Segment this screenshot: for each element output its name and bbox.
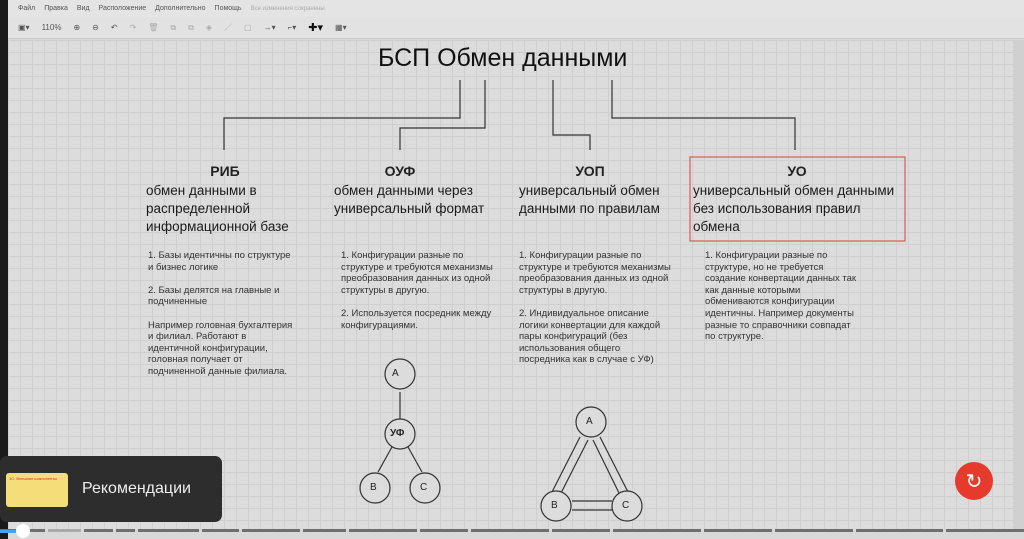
- node-label-a-uop: A: [586, 416, 593, 427]
- menu-bar: Файл Правка Вид Расположение Дополнитель…: [8, 0, 1024, 17]
- menu-help[interactable]: Помощь: [214, 5, 242, 12]
- column-sub-uop[interactable]: универсальный обмен данными по правилам: [519, 183, 660, 216]
- zoom-out-icon[interactable]: ⊖: [92, 23, 99, 32]
- node-a-uop: [575, 406, 607, 438]
- node-label-c-uop: C: [622, 500, 630, 511]
- selection-box: [689, 156, 906, 242]
- format-panel-icon[interactable]: ▣▾: [18, 23, 30, 32]
- line-color-icon[interactable]: ／: [224, 23, 233, 32]
- edge-rib: [223, 80, 461, 150]
- video-progress-played: [0, 530, 22, 533]
- node-label-b-uop: B: [551, 500, 558, 511]
- edge-uf-b: [377, 446, 393, 473]
- node-a-ouf: [384, 358, 416, 390]
- waypoints-icon[interactable]: ⌐▾: [287, 23, 297, 32]
- drawio-window: Файл Правка Вид Расположение Дополнитель…: [8, 0, 1024, 539]
- shadow-icon[interactable]: ▢: [244, 23, 252, 32]
- column-head-ouf[interactable]: ОУФ: [384, 163, 416, 179]
- menu-arrange[interactable]: Расположение: [98, 5, 147, 12]
- zoom-select[interactable]: 110%: [41, 23, 62, 32]
- node-label-c: C: [420, 482, 428, 493]
- replay-icon[interactable]: ↻: [955, 462, 993, 500]
- edge-a-c-1: [599, 436, 629, 493]
- edge-ouf: [399, 80, 486, 150]
- column-head-rib[interactable]: РИБ: [210, 163, 240, 179]
- redo-icon[interactable]: ↷: [129, 23, 137, 32]
- node-label-b: B: [370, 482, 377, 493]
- column-body-rib[interactable]: 1. Базы идентичны по структуре и бизнес …: [148, 250, 293, 377]
- to-front-icon[interactable]: ⧉: [170, 22, 177, 32]
- menu-extras[interactable]: Дополнительно: [155, 5, 206, 12]
- table-icon[interactable]: ▦▾: [335, 23, 347, 32]
- recommendation-thumbnail[interactable]: 1С: Внешние компоненты: [6, 473, 68, 507]
- vertical-scrollbar[interactable]: [1013, 40, 1024, 530]
- undo-icon[interactable]: ↶: [110, 23, 118, 32]
- save-status: Все изменения сохранены: [250, 5, 325, 12]
- column-head-uop[interactable]: УОП: [575, 163, 605, 179]
- node-b-ouf: [359, 472, 391, 504]
- node-c-uop: [611, 490, 643, 522]
- to-back-icon[interactable]: ⧉: [188, 22, 194, 32]
- connection-icon[interactable]: →▾: [263, 23, 276, 32]
- column-body-uo[interactable]: 1. Конфигурации разные по структуре, но …: [705, 250, 857, 343]
- menu-edit[interactable]: Правка: [44, 5, 68, 12]
- toolbar: ▣▾ 110% ⊕ ⊖ ↶ ↷ 🗑 ⧉ ⧉ ◈ ／ ▢ →▾ ⌐▾ ✚▾ ▦▾: [8, 17, 1024, 39]
- column-sub-ouf[interactable]: обмен данными через универсальный формат: [334, 183, 485, 216]
- video-scrubber-handle[interactable]: [16, 524, 30, 538]
- column-sub-uo[interactable]: универсальный обмен данными без использо…: [693, 183, 895, 234]
- column-body-uop[interactable]: 1. Конфигурации разные по структуре и тр…: [519, 250, 671, 366]
- recommendations-label: Рекомендации: [82, 480, 191, 497]
- column-body-ouf[interactable]: 1. Конфигурации разные по структуре и тр…: [341, 250, 493, 331]
- diagram-canvas[interactable]: [8, 40, 1013, 530]
- column-sub-rib[interactable]: обмен данными в распределенной информаци…: [146, 183, 289, 234]
- node-c-ouf: [409, 472, 441, 504]
- node-label-uf: УФ: [390, 428, 405, 439]
- menu-view[interactable]: Вид: [76, 5, 90, 12]
- node-uf: [384, 418, 416, 450]
- node-label-a: A: [392, 368, 399, 379]
- menu-file[interactable]: Файл: [18, 5, 36, 12]
- edge-a-b-1: [551, 436, 581, 493]
- node-b-uop: [540, 490, 572, 522]
- insert-icon[interactable]: ✚▾: [308, 22, 324, 34]
- fill-color-icon[interactable]: ◈: [205, 23, 213, 32]
- delete-icon[interactable]: 🗑: [148, 23, 159, 32]
- column-head-uo[interactable]: УО: [787, 163, 807, 179]
- edge-uop: [552, 80, 591, 150]
- zoom-in-icon[interactable]: ⊕: [73, 23, 81, 32]
- diagram-title[interactable]: БСП Обмен данными: [378, 44, 628, 72]
- recommendations-card[interactable]: 1С: Внешние компоненты Рекомендации: [0, 456, 222, 522]
- edge-a-c-2: [592, 439, 621, 496]
- edge-a-b-2: [559, 439, 589, 496]
- video-progress-bar[interactable]: [0, 529, 1024, 534]
- edge-uf-c: [407, 446, 423, 473]
- edge-uo: [611, 80, 796, 150]
